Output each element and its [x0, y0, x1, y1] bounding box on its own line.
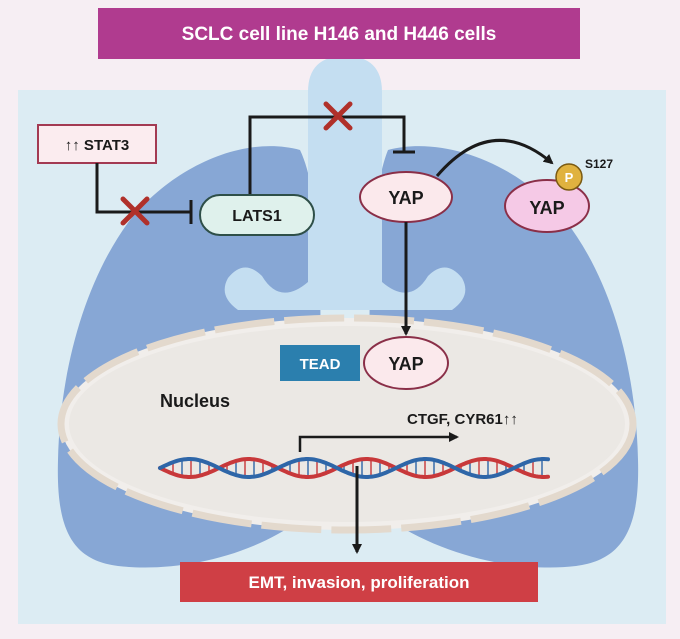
yap-nucleus-node: [363, 336, 449, 390]
title-banner: [98, 8, 580, 59]
target-genes-label: CTGF, CYR61↑↑: [407, 411, 518, 428]
phosphorylation-arrow: [435, 138, 554, 177]
phosphate-group: [555, 163, 583, 191]
yap-phospho-label: YAP: [529, 198, 564, 218]
stat3-label: ↑↑ STAT3: [65, 137, 129, 154]
title-text: SCLC cell line H146 and H446 cells: [182, 24, 497, 45]
blocked-stat3-inhibition-x: [120, 196, 150, 226]
yap-phospho-node: [504, 179, 590, 233]
dna-strand-red: [158, 457, 550, 479]
lats1-inhibits-yap-line: [248, 115, 406, 196]
lats1-node: [199, 194, 315, 236]
phospho-site-label: S127: [585, 157, 613, 171]
transcription-start-arrow: [298, 432, 459, 452]
tead-label: TEAD: [300, 356, 341, 373]
stat3-inhibits-lats1-line: [95, 163, 191, 214]
lats1-label: LATS1: [232, 208, 282, 225]
dna-strand-blue: [158, 457, 550, 479]
blocked-lats1-inhibition-x: [323, 101, 353, 131]
trachea: [224, 56, 466, 310]
outcome-banner: [180, 562, 538, 602]
yap-cytoplasm-label: YAP: [388, 188, 423, 208]
nucleus-label: Nucleus: [160, 391, 230, 411]
phosphate-label: P: [565, 170, 574, 185]
yap-nucleus-label: YAP: [388, 354, 423, 374]
tead-node: [280, 345, 360, 381]
outcome-text: EMT, invasion, proliferation: [248, 573, 469, 592]
dna-helix: [158, 457, 550, 479]
